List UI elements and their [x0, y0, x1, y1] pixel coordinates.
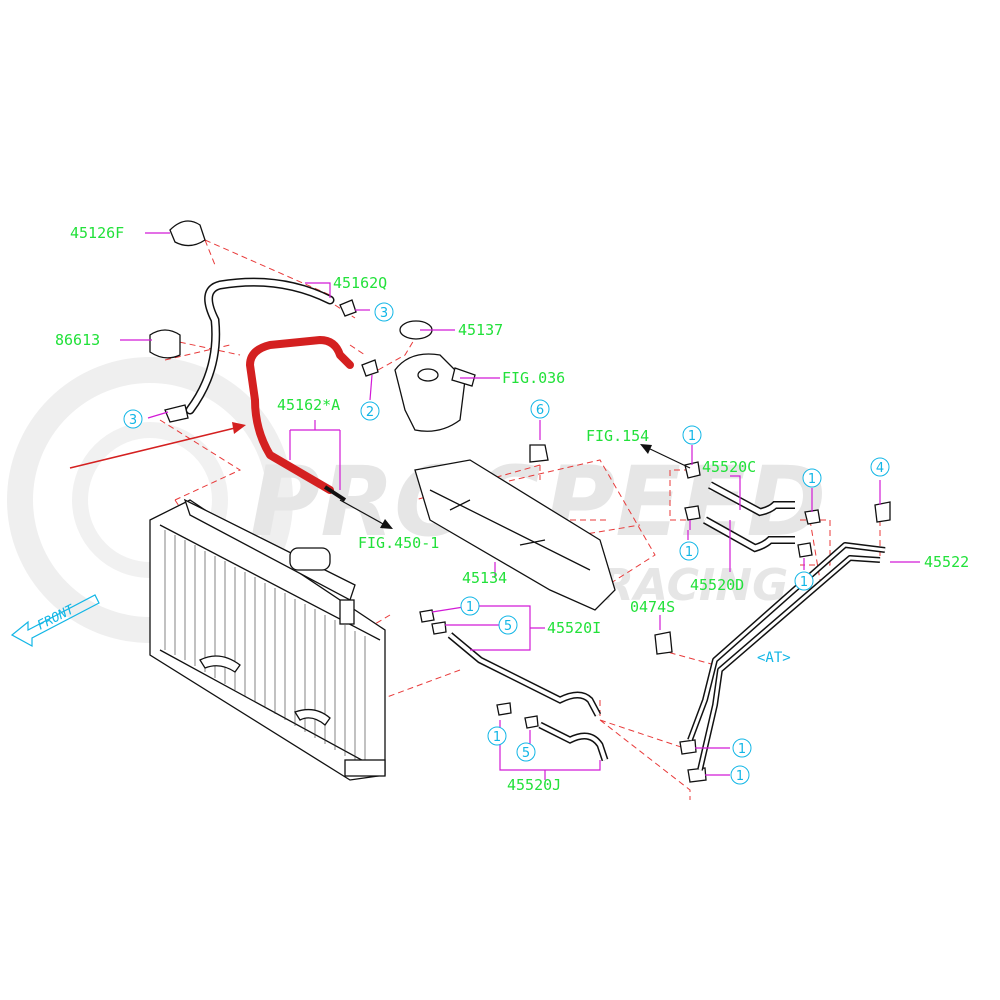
label-fig036[interactable]: FIG.036 — [502, 369, 565, 387]
svg-text:4: 4 — [876, 461, 884, 476]
callout-5-i[interactable]: 5 — [498, 615, 518, 635]
callout-3-top[interactable]: 3 — [374, 302, 394, 322]
callout-1-i[interactable]: 1 — [460, 596, 480, 616]
callout-1-j[interactable]: 1 — [487, 726, 507, 746]
label-at: <AT> — [757, 650, 791, 666]
clamp-parts — [149, 220, 891, 783]
label-45126f[interactable]: 45126F — [70, 224, 124, 242]
callout-6[interactable]: 6 — [530, 399, 550, 419]
label-45134[interactable]: 45134 — [462, 569, 507, 587]
callout-1-c-top[interactable]: 1 — [682, 425, 702, 445]
label-86613[interactable]: 86613 — [55, 331, 100, 349]
callout-1-pipe-lower[interactable]: 1 — [730, 765, 750, 785]
hoses-45520c-d — [703, 481, 795, 553]
svg-text:1: 1 — [800, 575, 808, 590]
svg-text:6: 6 — [536, 403, 544, 418]
label-45162a[interactable]: 45162*A — [277, 396, 340, 414]
label-45520c[interactable]: 45520C — [702, 458, 756, 476]
callout-2[interactable]: 2 — [360, 401, 380, 421]
svg-text:3: 3 — [380, 306, 388, 321]
svg-text:1: 1 — [466, 600, 474, 615]
label-fig154[interactable]: FIG.154 — [586, 427, 649, 445]
callout-5-j[interactable]: 5 — [516, 742, 536, 762]
reference-arrows — [339, 444, 691, 529]
svg-text:1: 1 — [688, 429, 696, 444]
leader-lines — [120, 232, 920, 780]
svg-text:5: 5 — [522, 746, 530, 761]
part-labels: 45126F 45162Q 86613 45137 FIG.036 45162*… — [55, 224, 969, 794]
watermark-subtitle: RACING — [600, 560, 788, 611]
label-45520j[interactable]: 45520J — [507, 776, 561, 794]
highlight-arrow — [69, 422, 246, 469]
label-fig450[interactable]: FIG.450-1 — [358, 534, 439, 552]
label-45520d[interactable]: 45520D — [690, 576, 744, 594]
shroud-45134 — [414, 459, 616, 611]
callout-circles: 3 2 3 6 1 1 4 1 1 1 5 1 5 1 1 — [123, 302, 890, 785]
callout-1-pipe-upper[interactable]: 1 — [732, 738, 752, 758]
callout-1-d-right[interactable]: 1 — [794, 571, 814, 591]
radiator — [149, 498, 386, 781]
label-45520i[interactable]: 45520I — [547, 619, 601, 637]
callout-3-left[interactable]: 3 — [123, 409, 143, 429]
label-45522[interactable]: 45522 — [924, 553, 969, 571]
callout-1-c-right[interactable]: 1 — [802, 468, 822, 488]
svg-text:5: 5 — [504, 619, 512, 634]
svg-text:1: 1 — [493, 730, 501, 745]
pipe-45522 — [687, 542, 886, 771]
svg-text:1: 1 — [808, 472, 816, 487]
front-arrow-icon — [10, 594, 100, 648]
callout-1-d-left[interactable]: 1 — [679, 541, 699, 561]
hoses-45520i-j — [447, 632, 609, 762]
label-45162q[interactable]: 45162Q — [333, 274, 387, 292]
svg-text:1: 1 — [685, 545, 693, 560]
svg-text:2: 2 — [366, 405, 374, 420]
label-0474s[interactable]: 0474S — [630, 598, 675, 616]
svg-text:1: 1 — [738, 742, 746, 757]
svg-text:3: 3 — [129, 413, 137, 428]
hose-45162q — [185, 277, 335, 415]
label-45137[interactable]: 45137 — [458, 321, 503, 339]
hose-45162a-highlighted — [246, 336, 354, 502]
callout-4[interactable]: 4 — [870, 457, 890, 477]
svg-text:1: 1 — [736, 769, 744, 784]
